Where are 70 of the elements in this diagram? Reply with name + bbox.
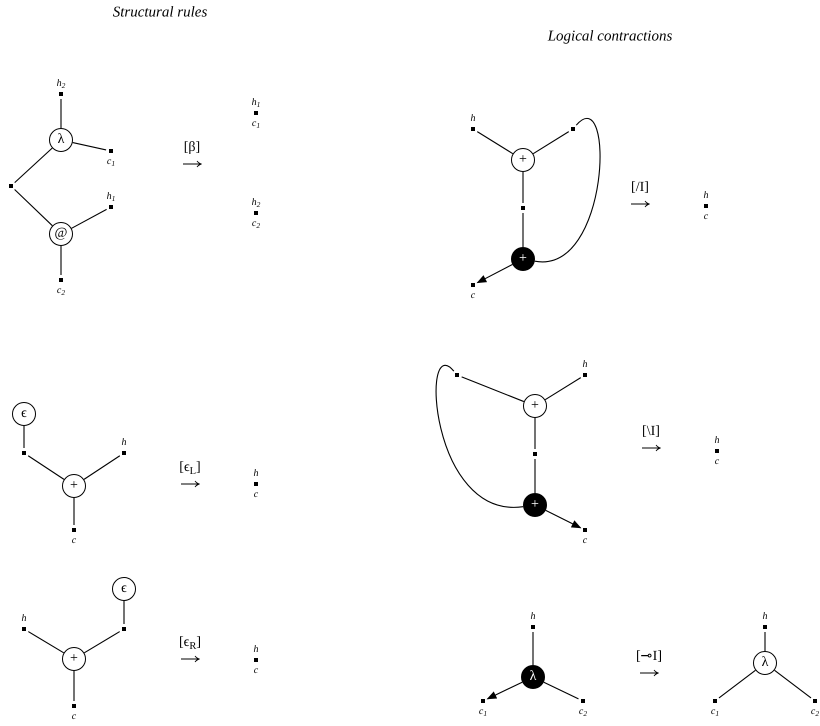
connector-line xyxy=(60,246,62,275)
rule-label: [⊸I] xyxy=(636,650,662,664)
connector-line xyxy=(764,632,766,651)
section-heading: Logical contractions xyxy=(548,30,672,44)
vertex-label: h xyxy=(704,191,708,201)
vertex-label: c xyxy=(254,666,258,676)
section-heading: Structural rules xyxy=(112,6,208,20)
connector-line xyxy=(718,670,756,698)
connector-line xyxy=(84,631,120,654)
connector-line xyxy=(73,671,75,701)
connector-line xyxy=(14,148,53,184)
vertex-label: h$_{2}$ xyxy=(252,198,260,208)
connector-line xyxy=(774,670,812,698)
vertex-label: c$_{1}$ xyxy=(252,119,260,129)
vertex-label: c xyxy=(254,490,258,500)
vertex-label: c$_{1}$ xyxy=(478,707,488,717)
vertex-label: c$_{1}$ xyxy=(106,157,116,167)
vertex-label: c xyxy=(470,291,476,301)
vertex-label: c xyxy=(714,457,720,467)
connector-line xyxy=(60,99,62,128)
vertex-label: c$_{2}$ xyxy=(56,286,66,296)
connector-line xyxy=(73,498,75,525)
arrow xyxy=(545,510,582,528)
connector-line xyxy=(123,601,125,624)
connector-line xyxy=(84,455,120,480)
vertex-label: h xyxy=(254,469,258,479)
vertex-label: h xyxy=(530,612,536,622)
connector-line xyxy=(544,682,579,700)
rule-label: [/I] xyxy=(631,181,649,195)
vertex-label: h xyxy=(22,614,26,624)
vertex-label: c$_{1}$ xyxy=(710,707,720,717)
connector-line xyxy=(522,172,524,203)
connector-line xyxy=(461,376,524,402)
connector-line xyxy=(534,418,536,449)
rule-label: [ϵ$_{L}$] xyxy=(179,461,201,475)
vertex-label: c$_{2}$ xyxy=(810,707,820,717)
connector-line xyxy=(71,208,107,229)
vertex-label: h xyxy=(582,360,588,370)
rule-label: [ϵ$_{R}$] xyxy=(178,636,202,650)
arrow xyxy=(486,682,522,700)
connector-line xyxy=(532,131,570,154)
vertex-label: h xyxy=(762,612,768,622)
vertex-label: h$_{2}$ xyxy=(56,79,66,89)
connector-line xyxy=(476,131,514,154)
vertex-label: c$_{2}$ xyxy=(252,219,260,229)
connector-line xyxy=(544,377,582,400)
rule-label: [\I] xyxy=(642,425,660,439)
vertex-label: c xyxy=(72,536,76,546)
vertex-label: h$_{1}$ xyxy=(252,98,260,108)
connector-line xyxy=(14,189,53,226)
vertex-label: h$_{1}$ xyxy=(106,192,116,202)
connector-line xyxy=(23,426,25,448)
connector-line xyxy=(28,631,64,654)
vertex-label: c xyxy=(72,712,76,722)
vertex-label: h xyxy=(254,645,258,655)
vertex-label: c xyxy=(582,536,588,546)
connector-line xyxy=(522,213,524,247)
arrow xyxy=(476,264,513,284)
vertex-label: h xyxy=(470,114,476,124)
connector-line xyxy=(436,365,524,508)
connector-line xyxy=(534,459,536,493)
connector-line xyxy=(534,118,600,262)
vertex-label: c xyxy=(704,212,708,222)
vertex-label: h xyxy=(122,438,126,448)
vertex-label: h xyxy=(714,436,720,446)
vertex-label: c$_{2}$ xyxy=(578,707,588,717)
connector-line xyxy=(72,142,106,150)
connector-line xyxy=(28,455,64,480)
rule-label: [β] xyxy=(184,141,200,155)
connector-line xyxy=(532,632,534,665)
